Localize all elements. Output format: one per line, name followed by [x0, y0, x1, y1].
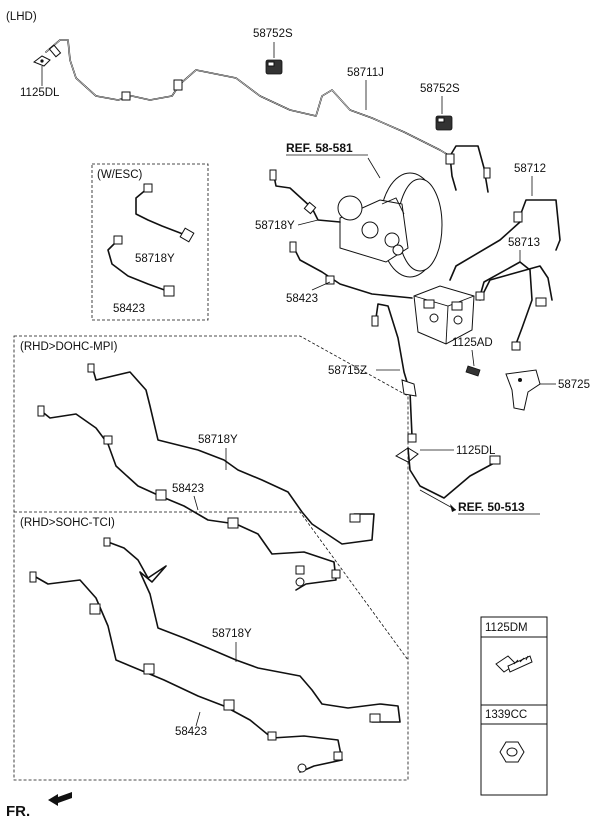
nut-1339cc-icon	[499, 741, 525, 763]
label-58715z[interactable]: 58715Z	[328, 365, 367, 377]
rhd-dohc-box	[13, 335, 409, 781]
label-58725[interactable]: 58725	[558, 379, 590, 391]
front-arrow-icon	[48, 792, 72, 806]
label-58713[interactable]: 58713	[508, 237, 540, 249]
label-58423-dohc[interactable]: 58423	[172, 483, 204, 495]
brake-booster-assembly	[337, 172, 443, 278]
label-58752s-b[interactable]: 58752S	[420, 83, 460, 95]
esc-hose-58718y	[135, 183, 195, 243]
label-1125dl-lower[interactable]: 1125DL	[456, 445, 496, 457]
label-rhd-dohc: (RHD>DOHC-MPI)	[20, 341, 118, 353]
label-1125dl-top[interactable]: 1125DL	[20, 87, 60, 99]
clip-58752s-a	[265, 59, 283, 75]
brake-pipe-58711j	[45, 39, 491, 193]
sohc-pipe-58423	[29, 571, 343, 773]
label-w-esc: (W/ESC)	[97, 169, 143, 181]
label-58718y-esc[interactable]: 58718Y	[135, 253, 175, 265]
label-58423-sohc[interactable]: 58423	[175, 726, 207, 738]
sohc-pipe-58718y	[103, 537, 401, 723]
label-rhd-sohc: (RHD>SOHC-TCI)	[20, 517, 115, 529]
label-ref-58-581[interactable]: REF. 58-581	[286, 141, 353, 155]
label-lhd: (LHD)	[6, 11, 37, 23]
legend-1125dm[interactable]: 1125DM	[485, 622, 528, 634]
bolt-1125ad	[465, 365, 481, 377]
brake-hose-rear	[407, 447, 501, 499]
label-58752s-a[interactable]: 58752S	[253, 28, 293, 40]
brake-pipe-58715z	[371, 303, 417, 443]
clip-58752s-b	[435, 115, 453, 131]
label-ref-50-513[interactable]: REF. 50-513	[458, 500, 525, 514]
label-1125ad[interactable]: 1125AD	[452, 337, 493, 349]
legend-table	[480, 616, 548, 796]
label-58712[interactable]: 58712	[514, 163, 546, 175]
label-58711j[interactable]: 58711J	[347, 67, 384, 79]
label-58423-esc[interactable]: 58423	[113, 303, 145, 315]
rhd-sohc-box	[14, 511, 409, 661]
brake-pipe-58712	[449, 199, 561, 281]
legend-1339cc[interactable]: 1339CC	[485, 709, 527, 721]
brake-hose-58718y	[269, 169, 341, 223]
clip-1125dl-lower	[395, 447, 419, 463]
bracket-58725	[505, 369, 541, 411]
bracket-1125dl-top	[32, 55, 51, 67]
label-58718y-dohc[interactable]: 58718Y	[198, 434, 238, 446]
label-58718y-sohc[interactable]: 58718Y	[212, 628, 252, 640]
label-fr: FR.	[6, 803, 30, 820]
abs-hydraulic-unit	[413, 285, 475, 345]
w-esc-box	[91, 163, 209, 321]
label-58423-lhd[interactable]: 58423	[286, 293, 318, 305]
label-58718y-lhd[interactable]: 58718Y	[255, 220, 295, 232]
dohc-pipe-58423	[37, 405, 341, 591]
dohc-pipe-58718y	[87, 363, 375, 545]
bolt-1125dm-icon	[495, 655, 533, 673]
esc-hose-58423	[107, 235, 175, 297]
brake-pipe-58713	[475, 261, 553, 351]
brake-hose-58423	[289, 241, 413, 299]
